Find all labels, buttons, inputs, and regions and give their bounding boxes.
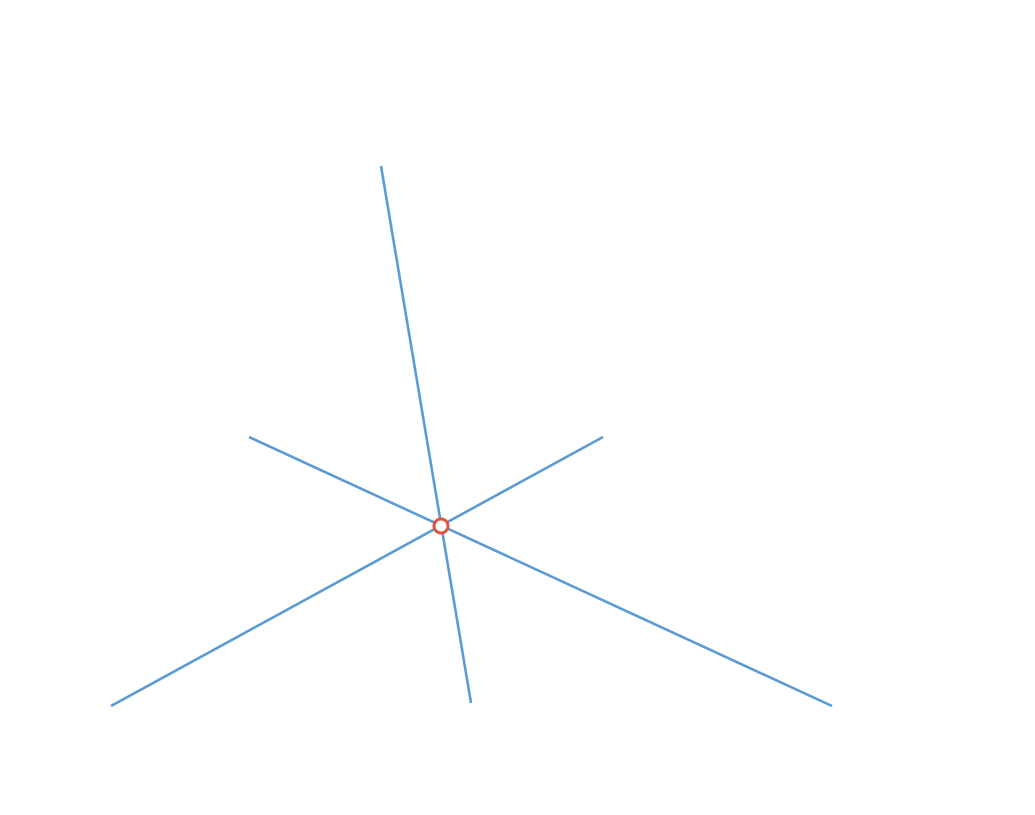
line-ascending — [110, 435, 604, 708]
line-descending — [248, 435, 833, 708]
line-steep — [379, 165, 473, 704]
intersection-point — [432, 517, 450, 535]
